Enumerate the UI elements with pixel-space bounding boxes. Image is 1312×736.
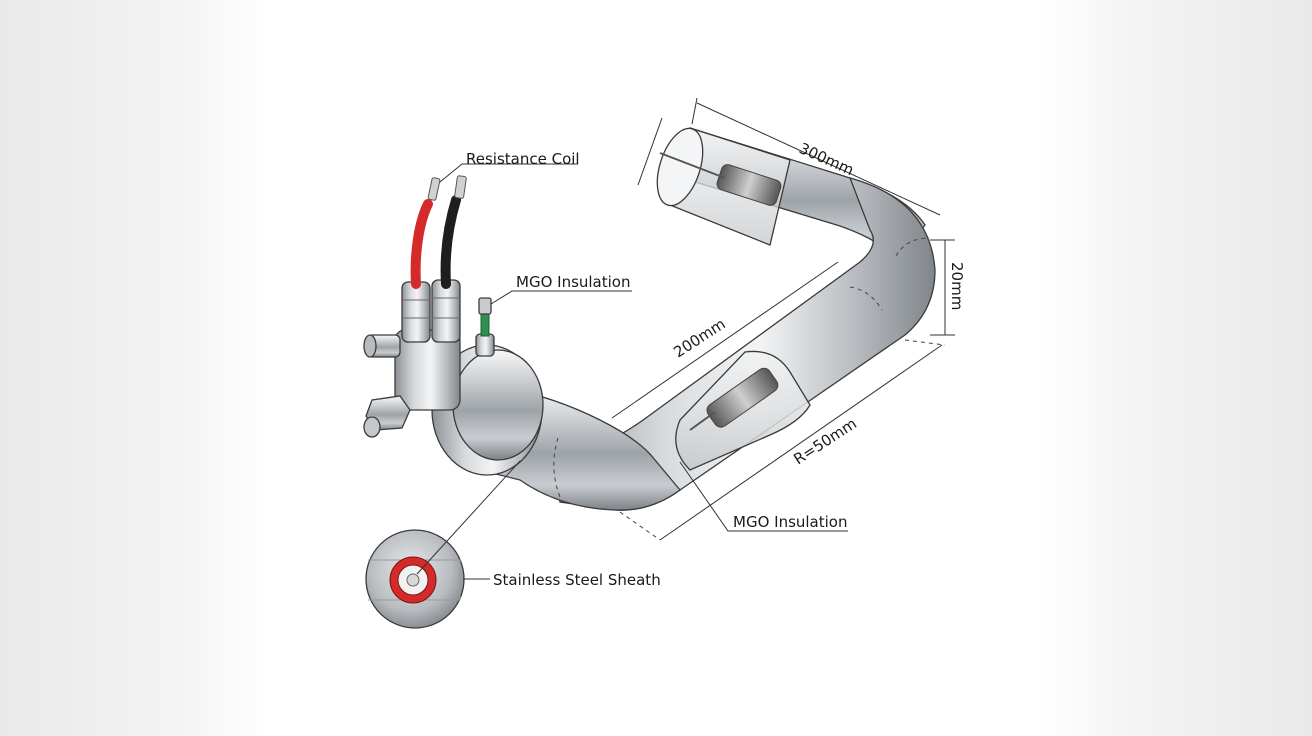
terminal-nut-black [431, 279, 461, 343]
heater-tube [479, 127, 936, 511]
label-stainless-steel-sheath-text: Stainless Steel Sheath [493, 571, 661, 589]
label-resistance-coil-text: Resistance Coil [466, 150, 580, 168]
terminal-nut-red [401, 281, 431, 343]
label-mgo-insulation-top: MGO Insulation [490, 273, 632, 305]
dimension-radius-label: R=50mm [790, 414, 860, 468]
label-mgo-insulation-top-text: MGO Insulation [516, 273, 631, 291]
label-resistance-coil: Resistance Coil [439, 150, 580, 183]
cross-section-detail [365, 460, 521, 629]
dimension-20-label: 20mm [948, 262, 966, 310]
coil-top [659, 152, 782, 206]
label-mgo-insulation-bottom-text: MGO Insulation [733, 513, 848, 531]
ground-pin [475, 297, 495, 357]
black-wire-lug [454, 175, 467, 199]
red-wire [410, 199, 433, 289]
terminal-flange [363, 279, 544, 476]
dimension-20: 20mm [930, 239, 966, 336]
red-wire-lug [427, 177, 441, 201]
label-stainless-steel-sheath: Stainless Steel Sheath [463, 571, 661, 589]
bolt-upper [363, 334, 401, 358]
dimension-200-label: 200mm [670, 315, 728, 362]
label-mgo-insulation-bottom: MGO Insulation [679, 461, 848, 532]
bolt-lower [363, 395, 411, 438]
black-wire [440, 195, 461, 289]
coil-middle [689, 367, 779, 431]
